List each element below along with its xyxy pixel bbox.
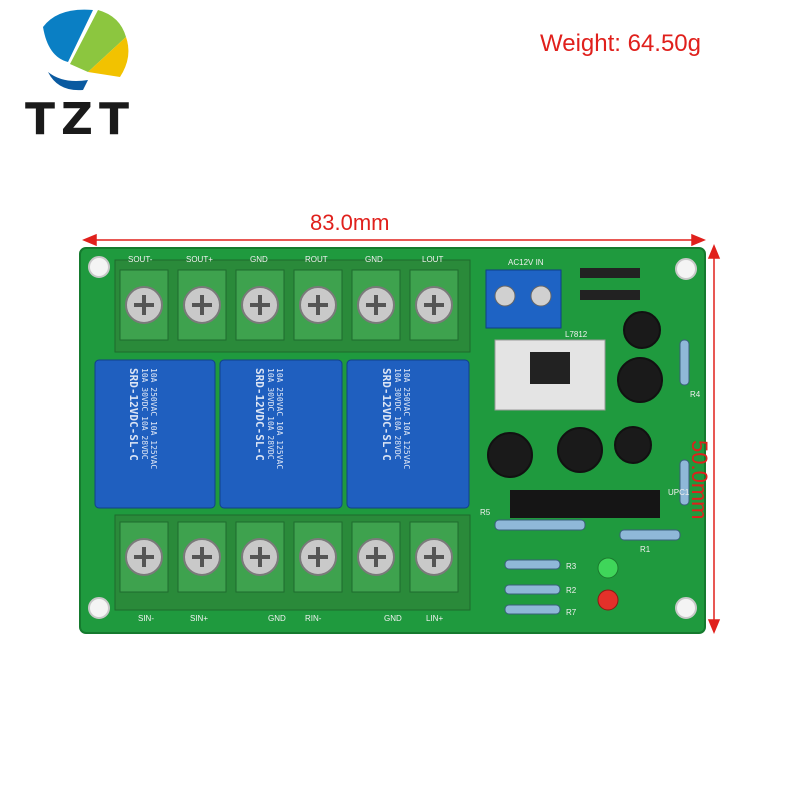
r2-label: R2 xyxy=(566,586,577,595)
relay-1-marking: 10A 250VAC 10A 125VAC 10A 30VDC 10A 28VD… xyxy=(127,368,158,469)
height-dimension-line xyxy=(707,244,721,634)
diode-d2 xyxy=(580,290,640,300)
relay-1-rating-1: 10A 250VAC 10A 125VAC xyxy=(149,368,158,470)
bottom-screws xyxy=(119,521,459,593)
upc1-label: UPC1 xyxy=(668,488,690,497)
bottom-terminal-label-5: GND xyxy=(384,614,402,623)
top-terminal-label-5: GND xyxy=(365,255,383,264)
r5-label: R5 xyxy=(480,508,491,517)
weight-label: Weight: 64.50g xyxy=(540,30,702,57)
relay-3 xyxy=(346,359,470,509)
green-led xyxy=(597,557,619,579)
relay-1-rating-2: 10A 30VDC 10A 28VDC xyxy=(140,368,149,460)
relay-2-rating-2: 10A 30VDC 10A 28VDC xyxy=(266,368,275,460)
bottom-terminal-label-1: SIN- xyxy=(138,614,154,623)
r1-label: R1 xyxy=(640,545,651,554)
relay-3-model: SRD-12VDC-SL-C xyxy=(380,368,393,461)
r4-label: R4 xyxy=(690,390,701,399)
top-terminal-label-2: SOUT+ xyxy=(186,255,213,264)
upc1-chip xyxy=(510,490,660,518)
relay-2-marking: 10A 250VAC 10A 125VAC 10A 30VDC 10A 28VD… xyxy=(253,368,284,469)
top-screws xyxy=(119,269,459,341)
r3-label: R3 xyxy=(566,562,577,571)
height-dimension-label: 50.0mm xyxy=(687,440,712,520)
diode-d1 xyxy=(580,268,640,278)
mounting-holes xyxy=(88,256,697,619)
top-terminal-label-1: SOUT- xyxy=(128,255,153,264)
bottom-terminal-label-4: RIN- xyxy=(305,614,322,623)
relay-2 xyxy=(219,359,343,509)
relay-3-marking: 10A 250VAC 10A 125VAC 10A 30VDC 10A 28VD… xyxy=(380,368,411,469)
bottom-terminal-label-2: SIN+ xyxy=(190,614,209,623)
resistors xyxy=(494,339,690,615)
top-terminal-label-4: ROUT xyxy=(305,255,328,264)
relay-1-model: SRD-12VDC-SL-C xyxy=(127,368,140,461)
red-led xyxy=(597,589,619,611)
power-connector-label: AC12V IN xyxy=(508,258,544,267)
width-dimension-line xyxy=(82,233,706,247)
logo-text: TZT xyxy=(25,94,135,145)
relay-2-model: SRD-12VDC-SL-C xyxy=(253,368,266,461)
relay-2-rating-1: 10A 250VAC 10A 125VAC xyxy=(275,368,284,470)
relay-3-rating-1: 10A 250VAC 10A 125VAC xyxy=(402,368,411,470)
relays xyxy=(94,359,470,509)
bottom-terminal-label-6: LIN+ xyxy=(426,614,444,623)
top-terminal-label-6: LOUT xyxy=(422,255,444,264)
width-dimension-label: 83.0mm xyxy=(310,210,390,235)
capacitors xyxy=(487,311,663,478)
tzt-logo xyxy=(36,6,129,94)
regulator-label: L7812 xyxy=(565,330,588,339)
relay-3-rating-2: 10A 30VDC 10A 28VDC xyxy=(393,368,402,460)
top-terminal-label-3: GND xyxy=(250,255,268,264)
r7-label: R7 xyxy=(566,608,577,617)
bottom-terminal-label-3: GND xyxy=(268,614,286,623)
relay-1 xyxy=(94,359,216,509)
